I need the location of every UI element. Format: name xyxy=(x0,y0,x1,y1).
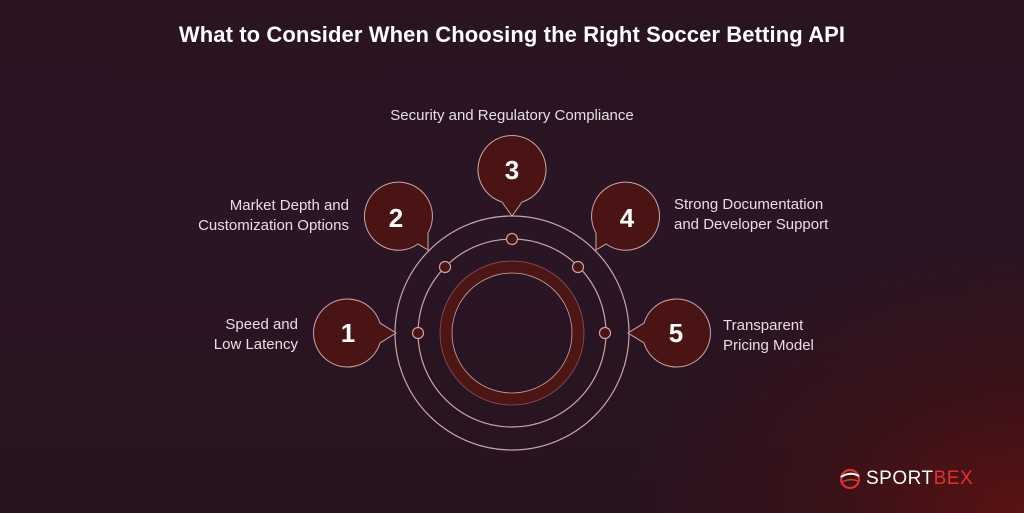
item-label-5: Transparent Pricing Model xyxy=(723,317,814,354)
inner-red-ring xyxy=(440,261,584,405)
bubble-number-3: 3 xyxy=(504,154,520,185)
logo-wordmark: SPORTBEX xyxy=(866,468,974,489)
bubble-2 xyxy=(363,181,433,251)
node-2 xyxy=(438,260,452,274)
bubble-number-1: 1 xyxy=(340,317,356,348)
node-3 xyxy=(505,232,519,246)
bubble-3 xyxy=(477,135,547,217)
sportbex-logo: SPORTBEX xyxy=(838,467,973,491)
globe-swoosh-icon xyxy=(839,468,861,490)
item-label-2: Market Depth and Customization Options xyxy=(198,197,349,234)
item-label-3: Security and Regulatory Compliance xyxy=(390,107,634,124)
node-5 xyxy=(598,326,612,340)
bubble-number-5: 5 xyxy=(668,317,684,348)
item-label-1: Speed and Low Latency xyxy=(213,316,298,353)
bubble-number-2: 2 xyxy=(388,202,404,233)
bubble-number-4: 4 xyxy=(619,202,635,233)
bubble-1 xyxy=(313,298,397,368)
page-title: What to Consider When Choosing the Right… xyxy=(178,22,846,47)
bubble-5 xyxy=(627,298,711,368)
bubble-4 xyxy=(591,181,661,251)
node-1 xyxy=(411,326,425,340)
node-4 xyxy=(571,260,585,274)
ring-nodes xyxy=(411,232,612,340)
item-label-4: Strong Documentation and Developer Suppo… xyxy=(674,196,829,233)
